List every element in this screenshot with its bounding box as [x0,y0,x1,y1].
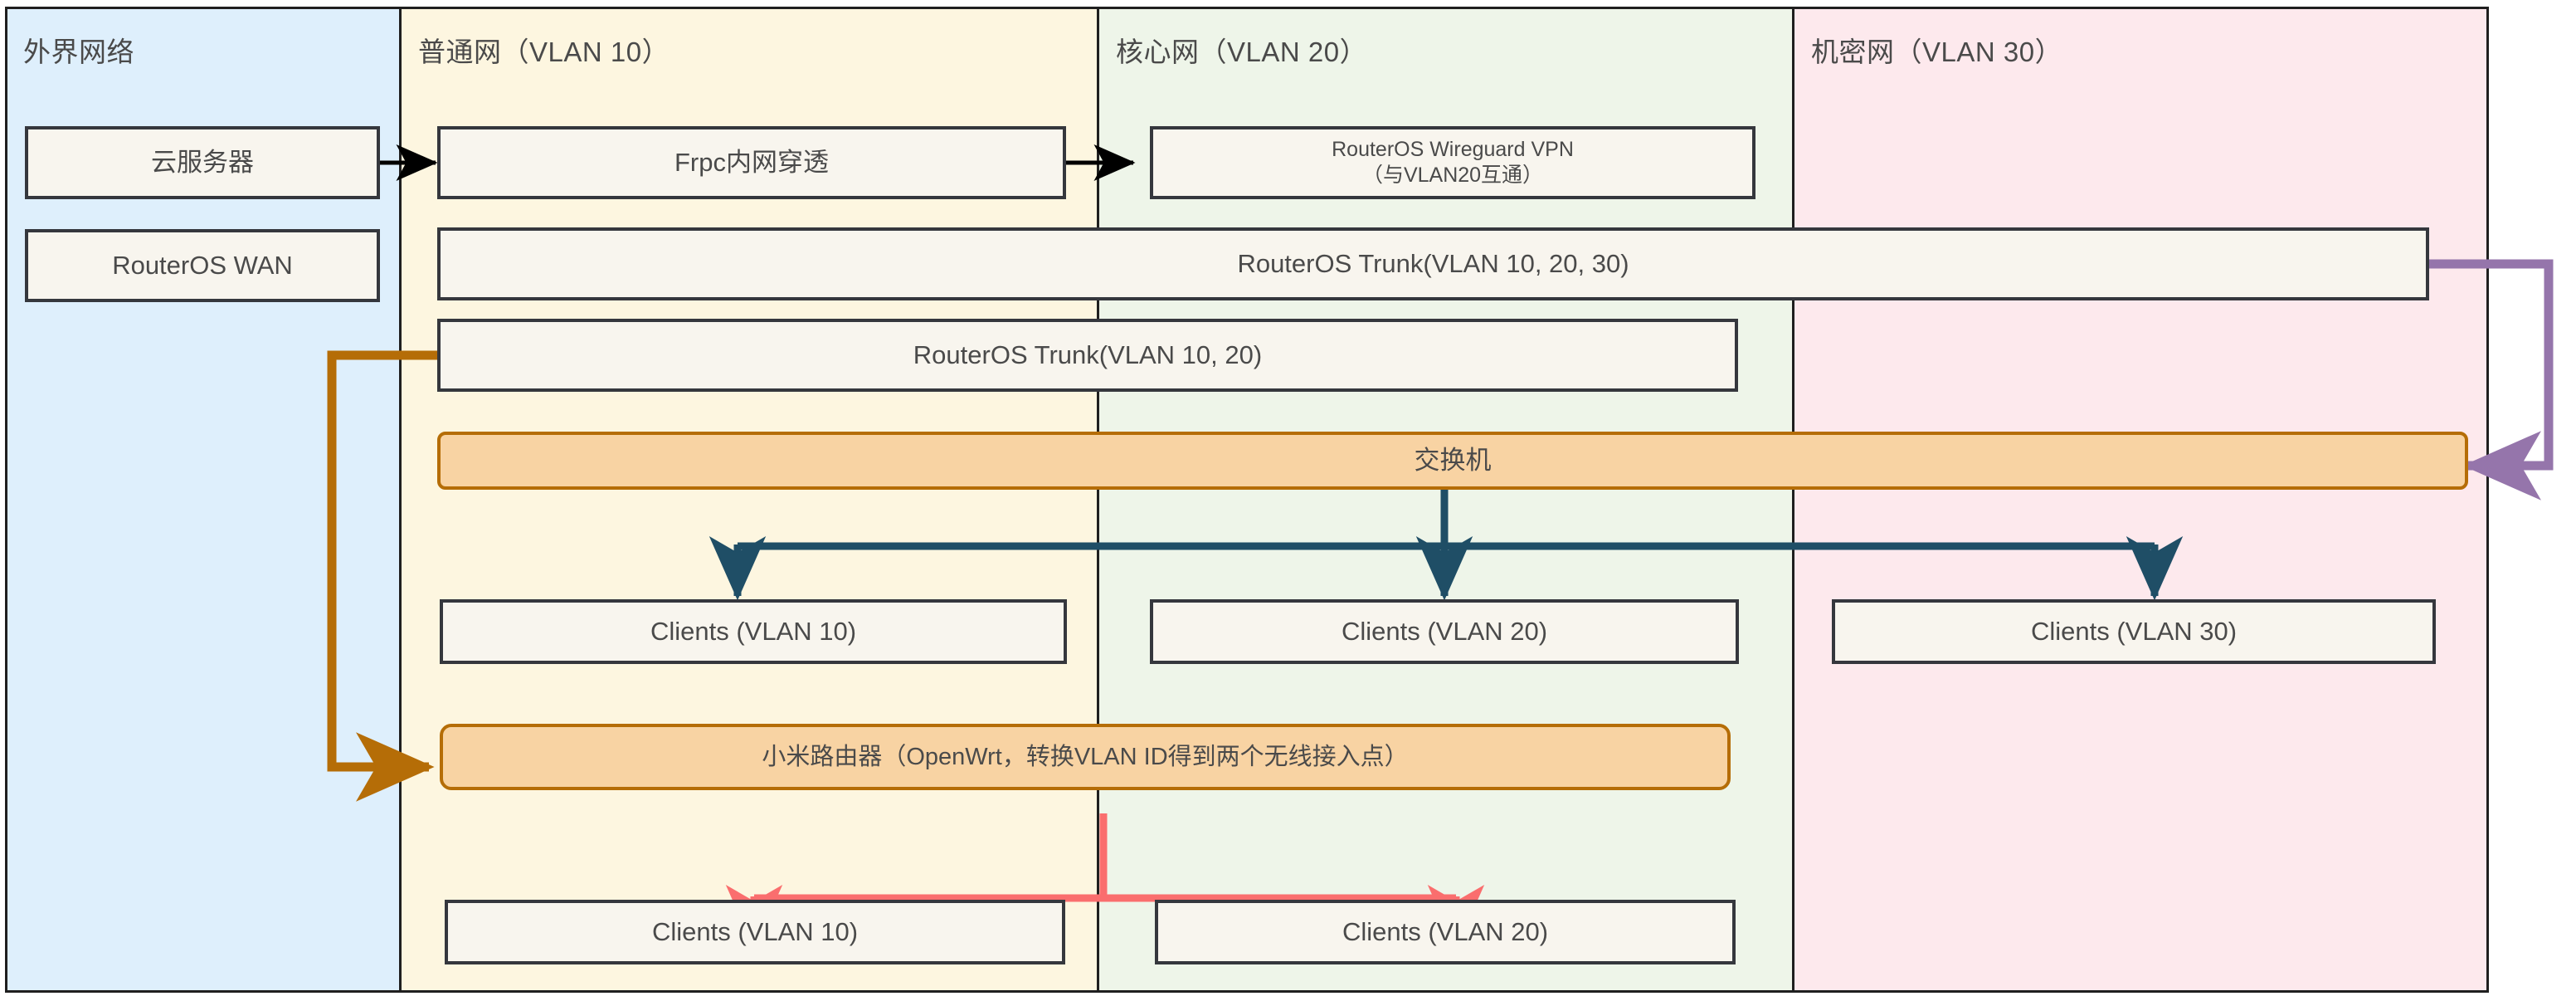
node-clients-vlan10[interactable]: Clients (VLAN 10) [440,599,1067,664]
node-frpc[interactable]: Frpc内网穿透 [437,126,1066,199]
node-clients-vlan20[interactable]: Clients (VLAN 20) [1150,599,1739,664]
lane-vlan30 [1792,7,2489,993]
node-trunk-vlan-10-20-30[interactable]: RouterOS Trunk(VLAN 10, 20, 30) [437,227,2429,300]
node-routeros-wan[interactable]: RouterOS WAN [25,229,380,302]
node-wifi-clients-vlan20[interactable]: Clients (VLAN 20) [1155,900,1736,964]
node-trunk-vlan-10-20[interactable]: RouterOS Trunk(VLAN 10, 20) [437,319,1738,392]
node-xiaomi-router[interactable]: 小米路由器（OpenWrt，转换VLAN ID得到两个无线接入点） [440,724,1731,790]
lane-title-vlan10: 普通网（VLAN 10） [418,37,670,67]
node-wifi-clients-vlan10[interactable]: Clients (VLAN 10) [445,900,1065,964]
node-switch[interactable]: 交换机 [437,432,2468,490]
node-wireguard-line1: RouterOS Wireguard VPN [1332,137,1574,161]
node-wireguard-vpn[interactable]: RouterOS Wireguard VPN （与VLAN20互通） [1150,126,1755,199]
node-wireguard-line2: （与VLAN20互通） [1361,164,1544,187]
lane-title-vlan20: 核心网（VLAN 20） [1116,37,1368,67]
node-clients-vlan30[interactable]: Clients (VLAN 30) [1832,599,2436,664]
lane-title-vlan30: 机密网（VLAN 30） [1811,37,2063,67]
lane-title-external: 外界网络 [23,37,134,67]
node-cloud-server[interactable]: 云服务器 [25,126,380,199]
